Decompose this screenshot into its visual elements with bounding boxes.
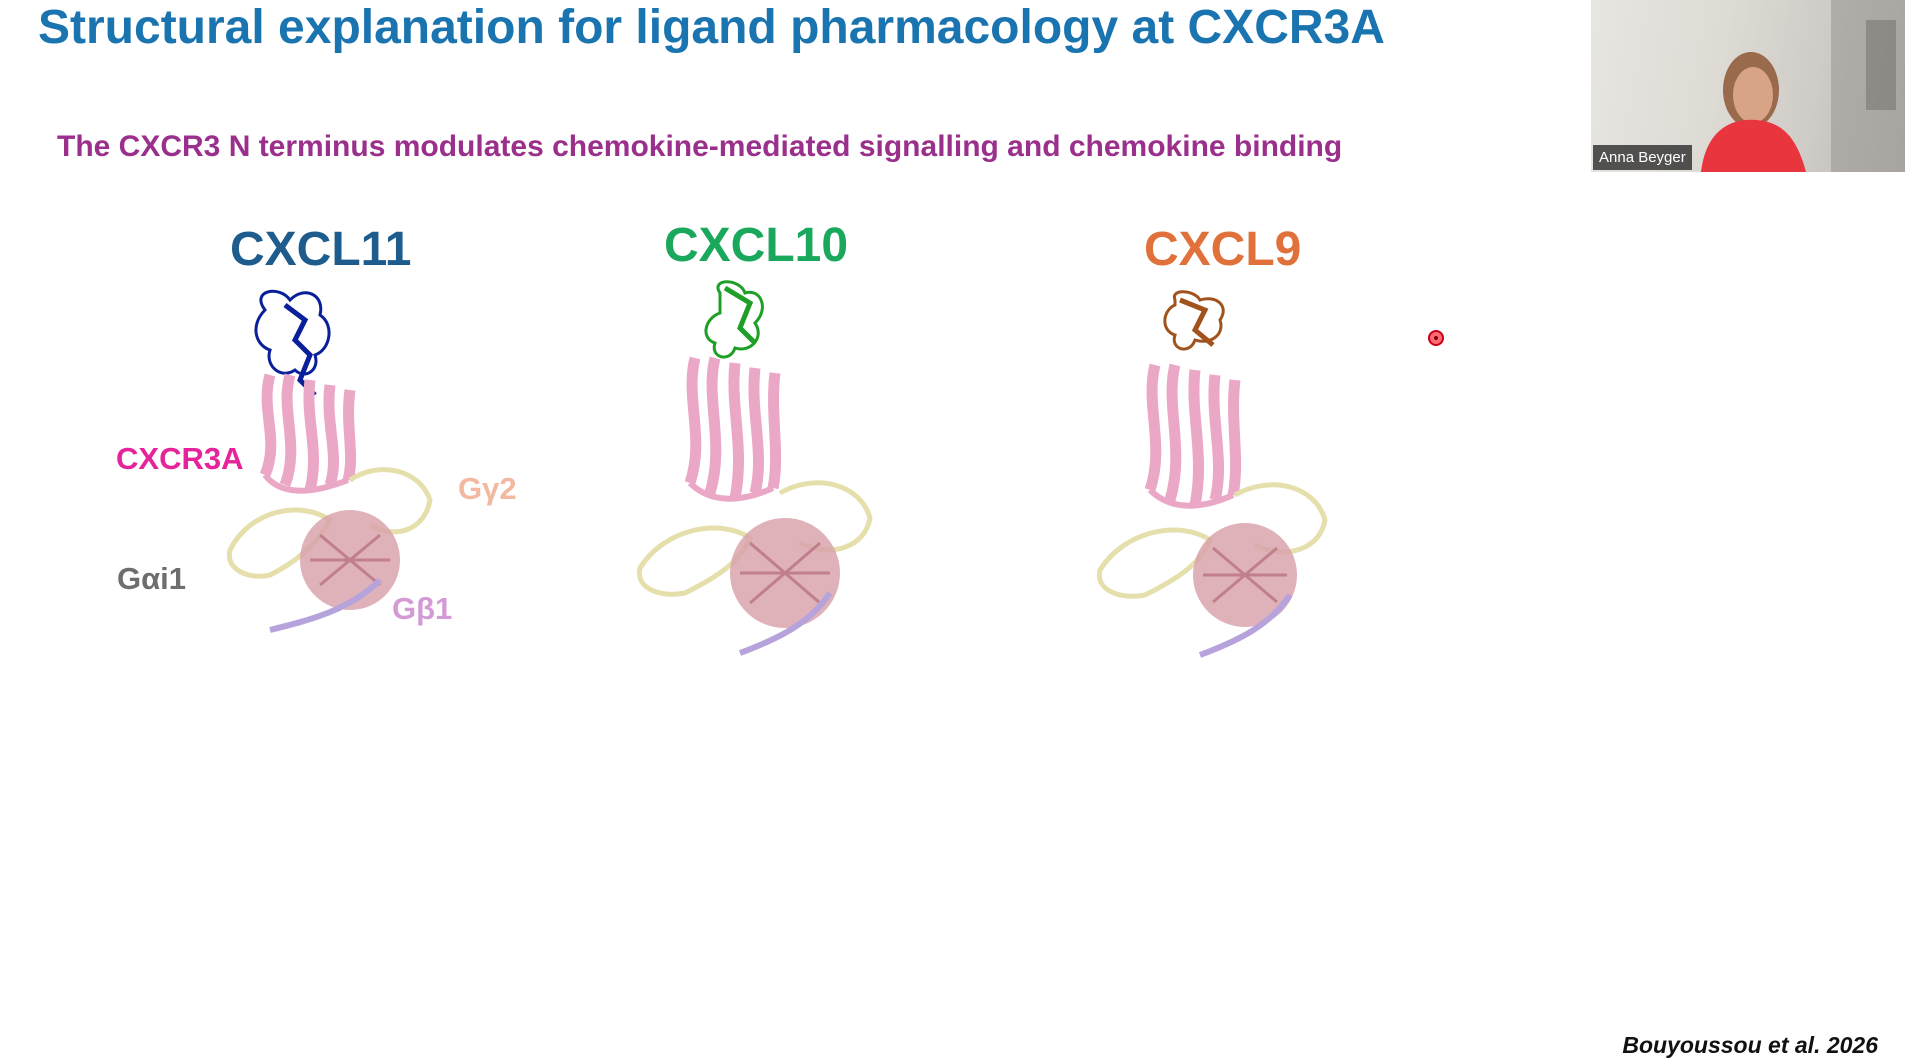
ligand-label-cxcl9: CXCL9: [1144, 223, 1302, 276]
g-gamma-subunit: [738, 591, 833, 656]
chemokine-cxcl11: [254, 289, 331, 397]
structure-cxcl10-complex: [636, 280, 873, 656]
receptor-cxcr3a: [259, 373, 357, 494]
g-gamma-subunit: [1198, 593, 1293, 658]
participant-video-tile[interactable]: Anna Beyger: [1591, 0, 1905, 172]
label-cxcr3a: CXCR3A: [116, 441, 244, 476]
ligand-label-cxcl11: CXCL11: [230, 223, 412, 276]
chemokine-cxcl9: [1163, 290, 1225, 351]
receptor-cxcr3a: [1144, 363, 1242, 509]
chemokine-cxcl10: [704, 280, 764, 359]
slide-title: Structural explanation for ligand pharma…: [38, 1, 1385, 54]
participant-video-feed: [1701, 0, 1905, 172]
g-beta-subunit: [730, 518, 840, 628]
citation: Bouyoussou et al. 2026: [1622, 1032, 1878, 1058]
g-gamma-subunit: [269, 577, 383, 633]
g-beta-subunit: [300, 510, 400, 610]
laser-pointer: [1428, 330, 1444, 346]
label-g-alpha-i1: Gαi1: [117, 561, 187, 596]
structure-cxcl9-complex: [1096, 290, 1328, 658]
structure-cxcl11-complex: [226, 289, 433, 633]
slide-subtitle: The CXCR3 N terminus modulates chemokine…: [57, 130, 1343, 163]
label-g-beta-1: Gβ1: [392, 591, 453, 626]
label-g-gamma-2: Gγ2: [458, 471, 517, 506]
g-beta-subunit: [1193, 523, 1297, 627]
participant-name: Anna Beyger: [1593, 145, 1692, 170]
receptor-cxcr3a: [684, 356, 782, 502]
ligand-label-cxcl10: CXCL10: [664, 219, 849, 272]
